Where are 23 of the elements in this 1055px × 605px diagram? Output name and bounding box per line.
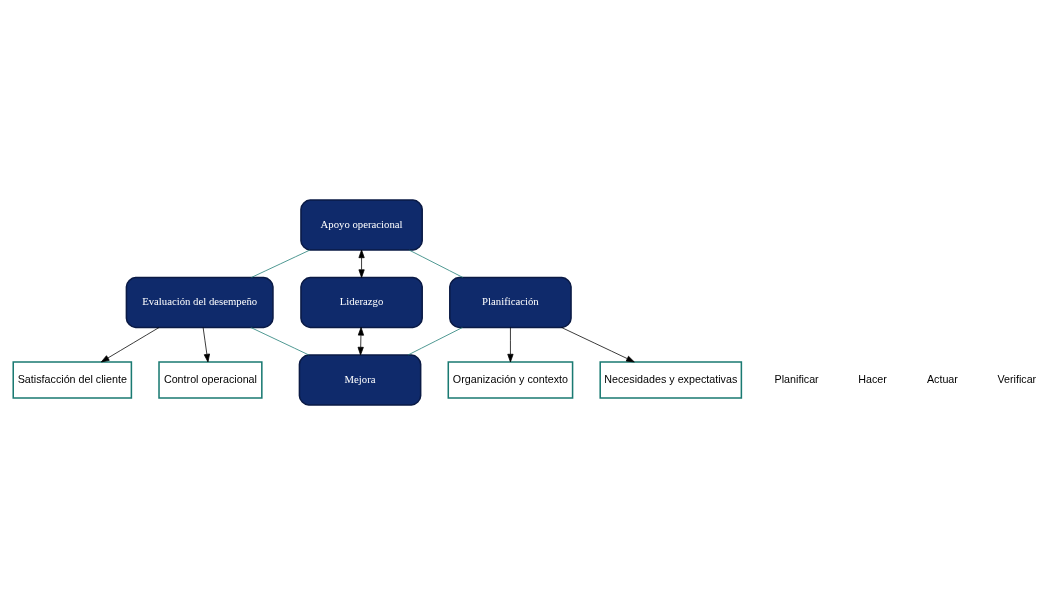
label: Verificar bbox=[997, 372, 1037, 385]
node-box: Satisfacción del cliente bbox=[12, 361, 133, 399]
connector bbox=[408, 249, 464, 278]
node-box: Planificación bbox=[449, 276, 572, 329]
node-box: Apoyo operacional bbox=[300, 199, 423, 251]
connector bbox=[250, 327, 310, 356]
node-box: Evaluación del desempeño bbox=[125, 276, 274, 329]
label: Hacer bbox=[858, 372, 887, 385]
arrow bbox=[202, 327, 210, 363]
node-box: Mejora bbox=[298, 354, 422, 406]
label: Planificar bbox=[774, 372, 819, 385]
arrow bbox=[100, 327, 160, 363]
arrow bbox=[357, 327, 364, 356]
connector bbox=[251, 249, 311, 278]
arrow bbox=[358, 249, 365, 278]
node-box: Organización y contexto bbox=[447, 361, 574, 399]
label: Actuar bbox=[926, 372, 958, 385]
arrow bbox=[561, 327, 635, 363]
arrow bbox=[507, 327, 514, 363]
node-box: Control operacional bbox=[158, 361, 263, 399]
node-box: Liderazgo bbox=[300, 276, 423, 329]
node-box: Necesidades y expectativas bbox=[599, 361, 743, 399]
connector bbox=[407, 327, 463, 356]
